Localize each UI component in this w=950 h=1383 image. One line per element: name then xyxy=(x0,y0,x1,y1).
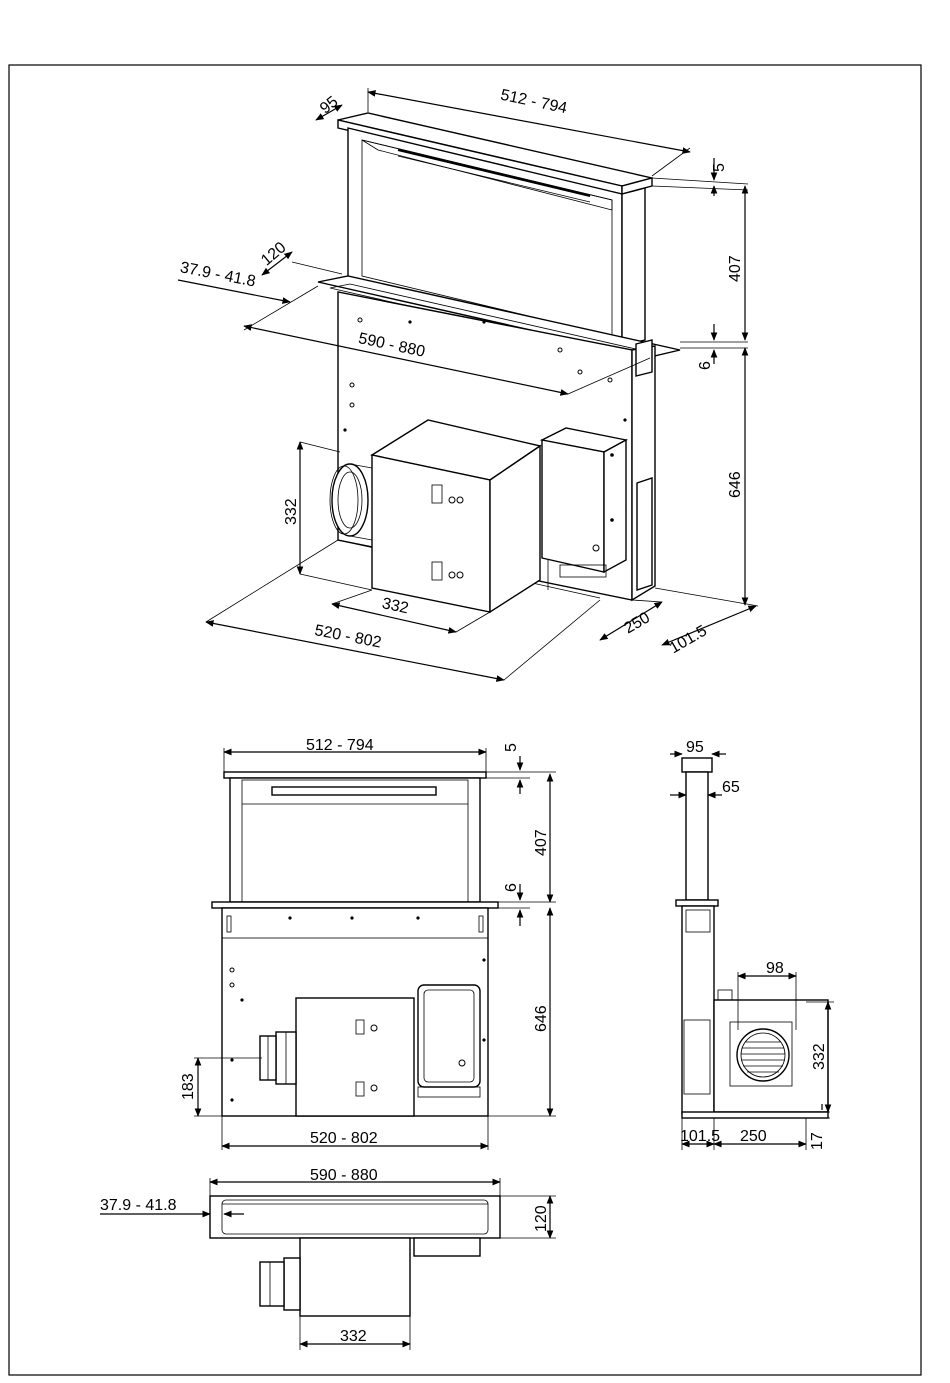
front-worktop-line xyxy=(212,902,498,908)
side-dim-bottom-offset: 17 xyxy=(809,1132,826,1150)
top-control-box xyxy=(414,1238,480,1256)
front-glass-panel xyxy=(230,778,480,902)
iso-dim-worktop-offset: 37.9 - 41.8 xyxy=(179,259,257,290)
iso-dim-motor-height: 332 xyxy=(283,498,300,525)
iso-control-box xyxy=(542,440,604,572)
front-top-cap xyxy=(224,772,486,778)
isometric-view: 95 512 - 794 5 407 6 646 120 37.9 - 41.8… xyxy=(178,87,758,680)
iso-fan-outlet xyxy=(332,464,368,536)
iso-dim-base-width: 520 - 802 xyxy=(313,622,383,652)
front-dim-outlet-height: 183 xyxy=(180,1073,197,1100)
front-control-box xyxy=(418,985,480,1087)
top-dim-worktop-offset: 37.9 - 41.8 xyxy=(100,1197,177,1214)
front-dim-base-width: 520 - 802 xyxy=(310,1130,378,1147)
front-dim-thickness-top: 5 xyxy=(503,743,520,752)
side-dim-outlet-diameter: 98 xyxy=(766,960,784,977)
top-dim-cutout-width: 590 - 880 xyxy=(310,1167,378,1184)
side-dim-panel-depth: 65 xyxy=(722,779,740,796)
front-dim-width-top: 512 - 794 xyxy=(306,737,374,754)
iso-dim-height-upper: 407 xyxy=(727,255,744,282)
iso-dim-depth-top: 95 xyxy=(317,93,342,117)
front-view: 512 - 794 5 407 6 646 183 520 - 802 xyxy=(180,737,556,1150)
front-dim-height-lower: 646 xyxy=(533,1005,550,1032)
iso-dim-cutout-depth: 120 xyxy=(258,239,289,269)
top-fan-outlet xyxy=(284,1258,300,1310)
side-fan-outlet xyxy=(737,1029,789,1081)
top-motor xyxy=(300,1238,410,1316)
top-view: 590 - 880 37.9 - 41.8 120 332 xyxy=(100,1167,556,1350)
iso-dim-thickness-top: 5 xyxy=(711,163,728,172)
iso-dim-width-top: 512 - 794 xyxy=(499,87,569,118)
front-dim-gap: 6 xyxy=(503,883,520,892)
side-panel xyxy=(686,772,708,900)
top-dim-cutout-depth: 120 xyxy=(533,1205,550,1232)
top-dim-motor-width: 332 xyxy=(340,1328,367,1345)
side-housing xyxy=(682,906,714,1114)
side-dim-base-depth: 250 xyxy=(740,1128,767,1145)
side-dim-top-depth: 95 xyxy=(686,739,704,756)
side-view: 95 65 98 332 101.5 250 17 xyxy=(670,739,834,1150)
iso-dim-height-lower: 646 xyxy=(727,471,744,498)
side-dim-motor-height: 332 xyxy=(811,1043,828,1070)
iso-dim-gap: 6 xyxy=(697,361,714,370)
iso-dim-back-offset: 101.5 xyxy=(667,622,710,657)
top-cutout-frame xyxy=(210,1196,500,1238)
front-dim-height-upper: 407 xyxy=(533,829,550,856)
front-motor xyxy=(296,998,414,1116)
iso-dim-base-depth: 250 xyxy=(621,609,653,637)
side-dim-back-offset: 101.5 xyxy=(680,1128,720,1145)
side-top-cap xyxy=(682,758,712,772)
iso-motor-front xyxy=(372,455,490,612)
iso-dim-motor-width: 332 xyxy=(380,595,410,617)
